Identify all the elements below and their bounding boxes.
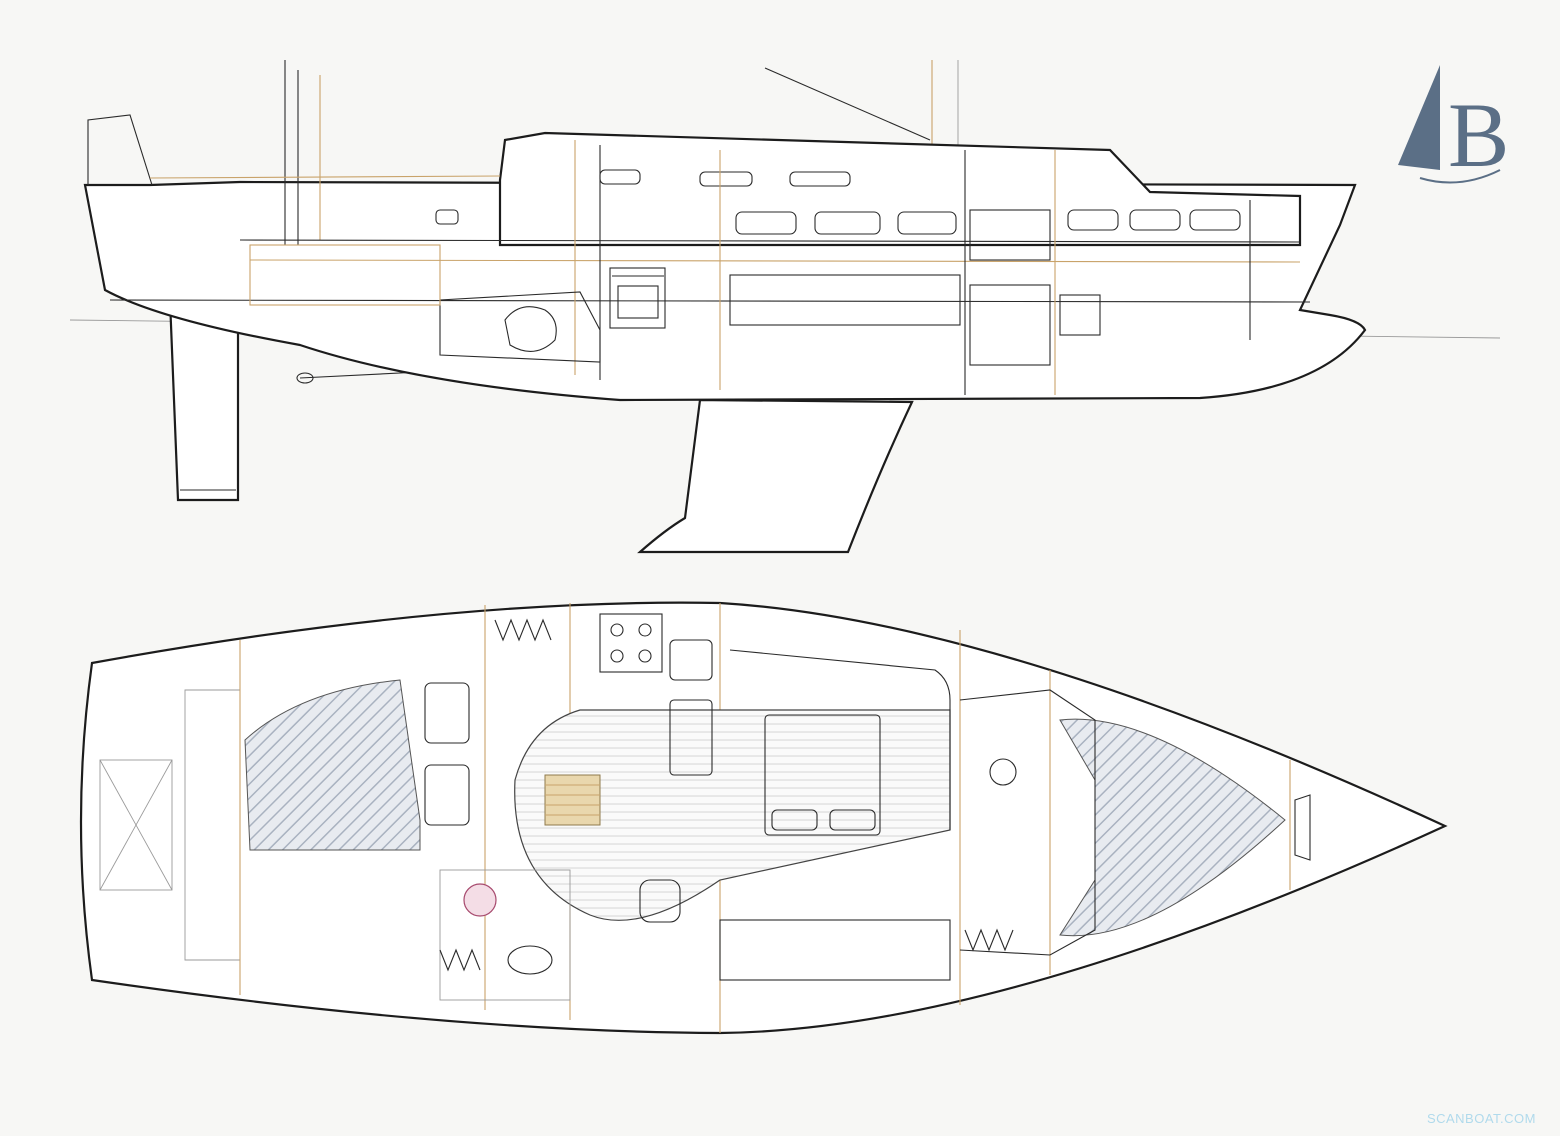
logo-letter-b: B [1448, 84, 1509, 186]
portlights [435, 169, 1241, 235]
brand-logo: B [1398, 65, 1509, 186]
forward-berth [1059, 718, 1286, 937]
galley-stove [609, 267, 666, 329]
engine-compartment [439, 291, 601, 363]
deckhouse [498, 131, 1302, 247]
aft-berth [244, 679, 421, 851]
plan-view [79, 601, 1448, 1035]
cabin-sole [514, 709, 951, 921]
keel [637, 398, 914, 554]
hanging-locker-fwd [439, 618, 1014, 972]
galley-sink [669, 639, 713, 681]
propeller [296, 371, 421, 384]
companionway-steps [544, 774, 601, 826]
profile-bulkheads [574, 140, 1251, 395]
forestay [764, 67, 931, 141]
saloon-table [764, 714, 881, 836]
profile-view [69, 60, 1501, 554]
mast-step [989, 758, 1017, 786]
settee-port [719, 919, 951, 981]
settee-starboard [729, 649, 951, 830]
heads [439, 869, 571, 1001]
watermark-text: SCANBOAT.COM [1426, 1111, 1536, 1126]
galley-hob [599, 613, 663, 673]
